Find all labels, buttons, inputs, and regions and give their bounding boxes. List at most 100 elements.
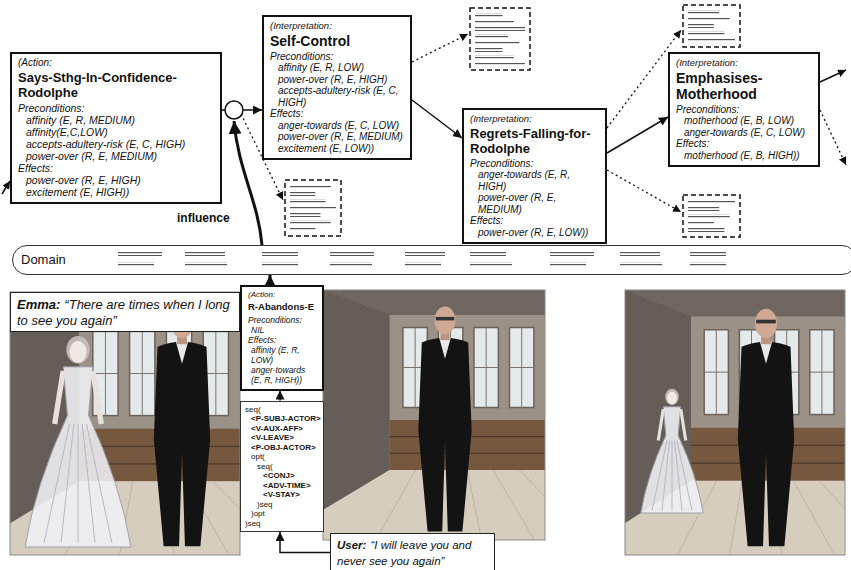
influence-arrow <box>234 121 262 245</box>
window <box>509 328 533 408</box>
box-title: Regrets-Falling-for-Rodolphe <box>470 126 600 156</box>
box-text: excitement (E, LOW)) <box>270 143 405 155</box>
man-body <box>738 342 794 547</box>
placeholder-box <box>683 195 740 237</box>
flow-arrow <box>269 275 272 285</box>
box-text: anger-towards (E, R, HIGH)) <box>248 365 317 385</box>
box-text: )seq <box>245 519 319 529</box>
placeholder-text <box>118 262 154 267</box>
photo-border <box>625 290 845 555</box>
box-text: (Action: <box>248 290 317 300</box>
placeholder-text <box>185 251 225 256</box>
scene-photo <box>323 290 545 540</box>
flow-arrow <box>412 100 462 138</box>
placeholder-text <box>550 251 594 256</box>
box-text: Effects: <box>248 335 317 345</box>
placeholder-text <box>262 262 298 267</box>
window-bar <box>509 367 533 368</box>
placeholder-text <box>470 262 512 267</box>
box-text: Emma: <box>17 297 60 312</box>
box-text: accepts-adultery-risk (E, C, HIGH) <box>270 85 405 108</box>
placeholder-text <box>688 214 730 218</box>
box-text: <V-AUX-AFF> <box>245 424 319 434</box>
arrow <box>2 181 10 194</box>
box-text: Preconditions: <box>470 158 600 170</box>
placeholder-text <box>185 262 227 267</box>
flow-arrow <box>607 117 668 153</box>
window-bar <box>704 372 728 373</box>
flow-arrow <box>279 391 281 401</box>
box-text: (Interpretation: <box>270 20 405 32</box>
box-text: (Action: <box>18 57 215 69</box>
placeholder-text <box>290 185 331 189</box>
planning-box: (Action:R-Abandons-EPreconditions:NILEff… <box>240 285 324 391</box>
placeholder-text <box>290 213 320 217</box>
man-shirt <box>439 338 451 359</box>
woman-dress <box>641 407 704 513</box>
dotted-arrow <box>607 170 681 212</box>
man-body <box>418 338 471 532</box>
scene-photo <box>625 290 845 555</box>
box-text: power-over (R, E, LOW)) <box>470 227 600 239</box>
box-text: <V-LEAVE> <box>245 433 319 443</box>
placeholder-text <box>688 200 735 204</box>
placeholder-text <box>550 262 586 267</box>
planning-box: (Interpretation:Self-ControlPrecondition… <box>262 15 412 160</box>
placeholder-text <box>690 262 726 267</box>
placeholder-box <box>683 5 740 47</box>
box-text: Effects: <box>270 108 405 120</box>
back-wall <box>10 292 240 555</box>
man-shirt <box>176 342 188 364</box>
dress-fold <box>662 441 670 511</box>
scene-photo <box>10 292 240 555</box>
planning-box: (Interpretation:Regrets-Falling-for-Rodo… <box>462 108 607 244</box>
domain-band: Domain <box>12 245 851 275</box>
photo-border <box>323 290 545 540</box>
box-text: affinity (E, R, LOW) <box>248 345 317 365</box>
woman-arms <box>658 409 686 440</box>
box-text: Preconditions: <box>270 51 405 63</box>
placeholder-text <box>475 48 503 52</box>
man-head <box>435 306 456 334</box>
box-text: )seq <box>245 500 319 510</box>
window-bar <box>93 373 118 374</box>
speech-box: Emma:“There are times when I long to see… <box>10 292 240 332</box>
back-wall <box>323 290 545 540</box>
box-title: Self-Control <box>270 33 405 49</box>
box-text: Effects: <box>18 162 215 174</box>
box-text: Preconditions: <box>248 315 317 325</box>
woman-arms <box>55 371 102 424</box>
placeholder-text <box>688 17 730 21</box>
man-body <box>154 342 210 547</box>
box-title: R-Abandons-E <box>248 301 317 313</box>
box-text: motherhood (E, B, HIGH)) <box>676 150 813 162</box>
man-glasses <box>436 317 455 320</box>
box-text: power-over (R, E, MEDIUM) <box>18 150 215 162</box>
box-text: accepts-adultery-risk (E, C, HIGH) <box>18 138 215 150</box>
placeholder-text <box>475 41 519 45</box>
floor-plank <box>493 470 534 540</box>
speech-box: User:“I will leave you and never see you… <box>330 533 495 570</box>
placeholder-text <box>475 55 514 59</box>
grammar-box: seq(<P-SUBJ-ACTOR><V-AUX-AFF><V-LEAVE><P… <box>240 401 324 533</box>
man-shirt <box>760 342 772 364</box>
floor-plank <box>730 481 743 555</box>
dress-fold <box>86 424 111 543</box>
box-text: (Interpretation: <box>470 113 600 125</box>
man-head <box>755 309 777 338</box>
dotted-arrow <box>820 110 846 165</box>
man-glasses <box>756 320 776 324</box>
box-text: motherhood (E, B, LOW) <box>676 115 813 127</box>
box-text: seq( <box>245 405 319 415</box>
placeholder-text <box>620 262 662 267</box>
box-text: power-over (R, E, MEDIUM) <box>470 192 600 215</box>
box-text: Preconditions: <box>676 104 813 116</box>
arrow <box>820 70 846 82</box>
box-title: Emphasises-Motherhood <box>676 70 813 102</box>
floor-plank <box>467 470 481 540</box>
box-title: Says-Sthg-In-Confidence-Rodolphe <box>18 70 215 100</box>
placeholder-text <box>688 24 714 28</box>
window <box>130 331 155 415</box>
box-text: User: <box>337 539 366 551</box>
annotation-label: influence <box>176 211 231 225</box>
